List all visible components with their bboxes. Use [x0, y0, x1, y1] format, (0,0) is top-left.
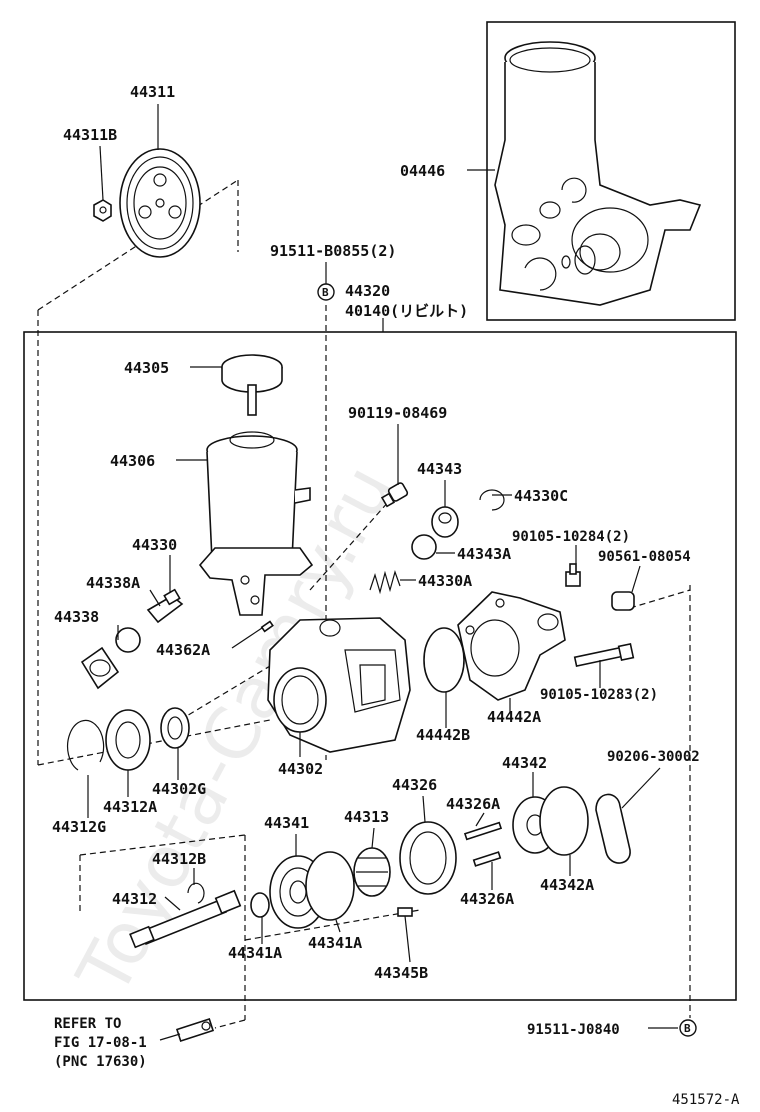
pump-body-part [267, 617, 411, 753]
bolt-90105-10284-part [565, 563, 581, 587]
label-44326a-lower[interactable]: 44326A [460, 890, 514, 908]
pin-44326a-lower-part [472, 851, 502, 867]
label-44313[interactable]: 44313 [344, 808, 389, 826]
label-44330[interactable]: 44330 [132, 536, 177, 554]
oring-44442b-part [423, 627, 465, 693]
label-90206-30002[interactable]: 90206-30002 [607, 749, 700, 765]
label-44343a[interactable]: 44343A [457, 545, 511, 563]
oring-44341a-part [305, 851, 355, 921]
label-44343[interactable]: 44343 [417, 460, 462, 478]
label-44341a-left[interactable]: 44341A [228, 944, 282, 962]
label-90119-08469[interactable]: 90119-08469 [348, 404, 447, 422]
pump-inset-part [494, 41, 702, 306]
pulley-nut-part [93, 199, 112, 222]
label-44302[interactable]: 44302 [278, 760, 323, 778]
cam-ring-44326-part [399, 821, 457, 895]
refer-note: REFER TO FIG 17-08-1 (PNC 17630) [54, 1016, 147, 1070]
plug-90561-part [611, 591, 635, 611]
label-44342[interactable]: 44342 [502, 754, 547, 772]
reservoir-part [198, 431, 314, 616]
label-44312b[interactable]: 44312B [152, 850, 206, 868]
flow-valve-44330-part [146, 588, 184, 624]
label-44311[interactable]: 44311 [130, 83, 175, 101]
reservoir-cap-part [221, 354, 283, 416]
snap-ring-44330c-part [479, 489, 505, 511]
label-90561-08054[interactable]: 90561-08054 [598, 549, 691, 565]
gasket-90206-part [595, 793, 631, 864]
label-44320[interactable]: 44320 [345, 282, 390, 300]
label-44345b[interactable]: 44345B [374, 964, 428, 982]
oring-44341a-small-part [250, 892, 270, 918]
oring-44342a-part [539, 786, 589, 856]
label-44312a[interactable]: 44312A [103, 798, 157, 816]
pulley-part [119, 148, 201, 258]
bearing-44312a-part [105, 709, 151, 771]
label-44305[interactable]: 44305 [124, 359, 169, 377]
bolt-90119-part [380, 482, 409, 508]
svg-text:B: B [684, 1022, 691, 1035]
label-44330c[interactable]: 44330C [514, 487, 568, 505]
label-04446[interactable]: 04446 [400, 162, 445, 180]
pin-44362a-part [260, 620, 274, 633]
pin-44326a-upper-part [463, 821, 503, 841]
marker-b-bottom: B [679, 1019, 697, 1037]
label-44442a[interactable]: 44442A [487, 708, 541, 726]
leader-lines [87, 104, 678, 1041]
label-44311b[interactable]: 44311B [63, 126, 117, 144]
shaft-44312-part [129, 889, 242, 949]
refer-fig-link[interactable]: FIG 17-08-1 [54, 1035, 147, 1051]
label-91511-b0855[interactable]: 91511-B0855(2) [270, 242, 396, 260]
vane-44345b-part [397, 907, 413, 917]
label-44342a[interactable]: 44342A [540, 876, 594, 894]
label-44312g[interactable]: 44312G [52, 818, 106, 836]
refer-line-1: REFER TO [54, 1016, 121, 1032]
label-40140[interactable]: 40140(リビルト) [345, 302, 468, 320]
label-44306[interactable]: 44306 [110, 452, 155, 470]
label-90105-10284[interactable]: 90105-10284(2) [512, 529, 630, 545]
diagram-id: 451572-A [672, 1092, 740, 1108]
refer-line-3: (PNC 17630) [54, 1054, 147, 1070]
plug-44338-part [80, 646, 120, 690]
refer-part [175, 1018, 215, 1042]
label-44302g[interactable]: 44302G [152, 780, 206, 798]
rotor-44313-part [353, 847, 391, 897]
label-44330a[interactable]: 44330A [418, 572, 472, 590]
snap-ring-44312g-part [66, 719, 105, 771]
svg-text:B: B [322, 286, 329, 299]
label-44341a-right[interactable]: 44341A [308, 934, 362, 952]
label-44341[interactable]: 44341 [264, 814, 309, 832]
marker-b-top: B [317, 283, 335, 301]
reservoir-inset-frame [486, 21, 736, 321]
label-44338a[interactable]: 44338A [86, 574, 140, 592]
label-90105-10283[interactable]: 90105-10283(2) [540, 687, 658, 703]
label-44312[interactable]: 44312 [112, 890, 157, 908]
rear-housing-part [457, 591, 566, 701]
label-44338[interactable]: 44338 [54, 608, 99, 626]
seal-44302g-part [160, 707, 190, 749]
label-44362a[interactable]: 44362A [156, 641, 210, 659]
spring-44330a-part [369, 570, 401, 595]
snap-ring-44312b-part [187, 882, 205, 904]
label-44326[interactable]: 44326 [392, 776, 437, 794]
part-labels: 44311 44311B 04446 91511-B0855(2) 44320 … [52, 83, 700, 1038]
assembly-frame [23, 331, 737, 1001]
oring-44338a-part [115, 627, 141, 653]
ball-44343a-part [411, 534, 437, 560]
label-91511-j0840[interactable]: 91511-J0840 [527, 1022, 620, 1038]
bolt-90105-10283-part [573, 642, 635, 668]
label-44442b[interactable]: 44442B [416, 726, 470, 744]
label-44326a-upper[interactable]: 44326A [446, 795, 500, 813]
valve-44343-part [431, 506, 459, 538]
